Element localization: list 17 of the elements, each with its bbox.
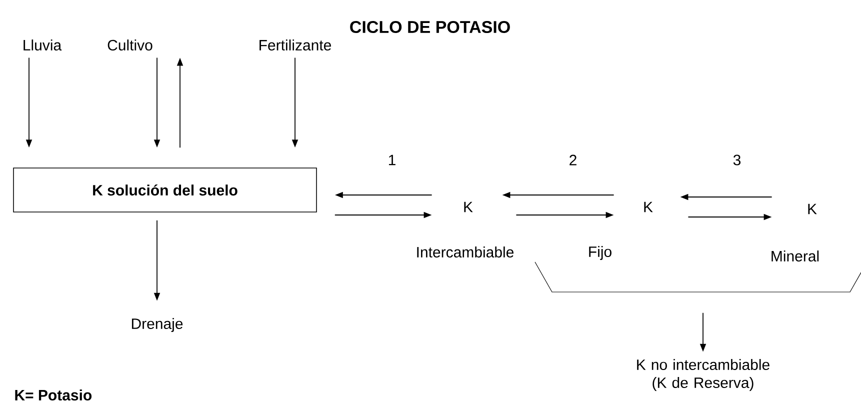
edge-label: 2 [568, 154, 578, 166]
node-label: Cultivo [108, 40, 152, 50]
node-label: K [808, 204, 817, 214]
process-box: K solución del suelo [13, 168, 317, 212]
node-label: Lluvia [24, 40, 62, 50]
note: K= Potasio [15, 390, 92, 400]
node-caption: Fijo [589, 246, 612, 260]
node-label: K [464, 202, 473, 212]
node-caption: Intercambiable [417, 246, 514, 258]
node-label: K [644, 202, 653, 212]
edge-label: 3 [732, 154, 742, 166]
node-label: K no intercambiable (K de Reserva) [637, 359, 770, 391]
edge-label: 1 [386, 154, 398, 166]
node-label: Drenaje [132, 318, 183, 332]
title: CICLO DE POTASIO [350, 20, 510, 34]
node-label: Fertilizante [260, 40, 331, 50]
node-caption: Mineral [772, 250, 819, 262]
